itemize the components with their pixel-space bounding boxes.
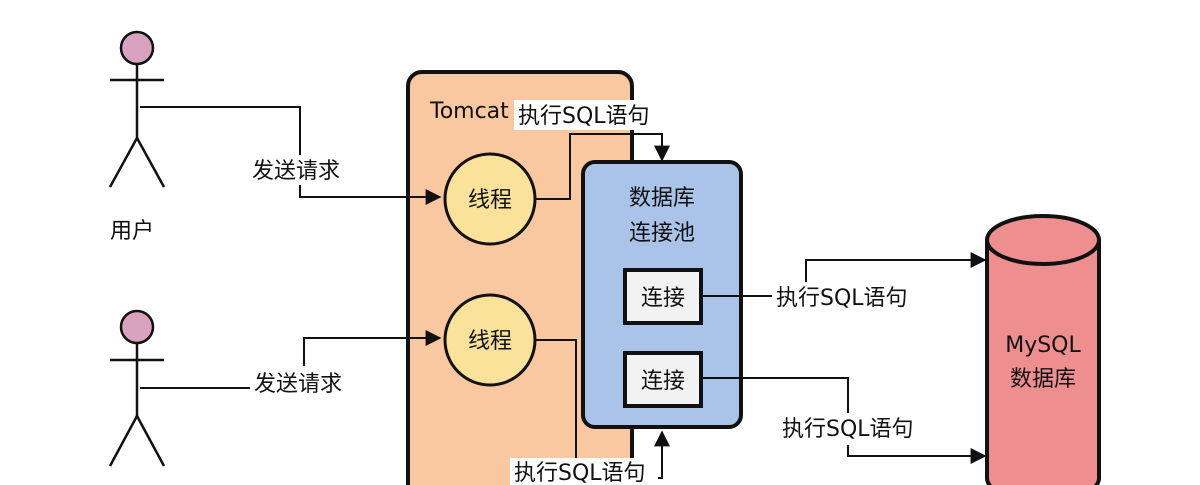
user-label: 用户 [110, 219, 154, 244]
exec-sql-label-bottom: 执行SQL语句 [514, 461, 646, 485]
exec-sql-label-right-2: 执行SQL语句 [782, 417, 914, 442]
user-head-icon [119, 30, 155, 66]
pool-title-line1: 数据库 [629, 186, 695, 211]
thread-node-1 [443, 152, 537, 246]
thread-node-2 [443, 293, 537, 387]
request-arrow-1 [140, 106, 442, 205]
connection-label-1: 连接 [641, 286, 685, 311]
connection-box-2 [623, 351, 703, 408]
conn1-to-db-arrow [701, 252, 987, 297]
pool-title-line2: 连接池 [629, 221, 695, 246]
user-actor-2 [108, 309, 166, 467]
connection-label-2: 连接 [641, 369, 685, 394]
tomcat-title: Tomcat [429, 99, 509, 124]
user-actor-1 [108, 30, 166, 188]
send-request-label-2: 发送请求 [254, 372, 342, 397]
send-request-label-1: 发送请求 [252, 159, 340, 184]
thread-label-1: 线程 [468, 188, 512, 213]
database-label-line2: 数据库 [1010, 367, 1076, 392]
connection-box-1 [623, 268, 703, 325]
mysql-database-icon [985, 214, 1101, 485]
request-arrow-2 [140, 330, 442, 389]
exec-sql-label-top: 执行SQL语句 [518, 104, 650, 129]
database-label-line1: MySQL [1005, 333, 1081, 358]
exec-sql-label-right-1: 执行SQL语句 [776, 286, 908, 311]
thread1-to-pool-arrow [536, 133, 670, 200]
user-head-icon [119, 309, 155, 345]
thread-label-2: 线程 [468, 329, 512, 354]
